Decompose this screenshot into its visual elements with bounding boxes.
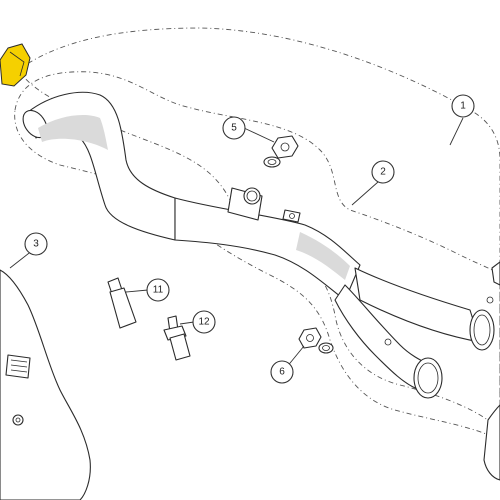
- callout-1-label: 1: [460, 101, 466, 112]
- highlighted-clamp-body: [0, 43, 31, 87]
- callout-3: 3: [24, 232, 48, 256]
- part-2-link-pipe: [22, 91, 495, 399]
- callout-1: 1: [451, 94, 475, 118]
- callout-12-label: 12: [198, 317, 210, 328]
- leader-1: [449, 117, 464, 146]
- part-11-sealant-tube: [107, 277, 137, 329]
- leader-5: [243, 127, 275, 143]
- part-6-nut-washer: [298, 327, 334, 354]
- leader-2: [351, 181, 379, 206]
- leader-12: [179, 321, 195, 325]
- part-12-sensor-plug: [163, 315, 191, 361]
- callout-2-label: 2: [380, 167, 386, 178]
- kit-boundary-outline: [17, 27, 500, 431]
- callout-11-label: 11: [153, 285, 164, 296]
- callout-12: 12: [192, 310, 216, 334]
- callout-11: 11: [146, 278, 170, 302]
- callout-6: 6: [270, 360, 294, 384]
- link-pipe-inlet-bend: [27, 91, 176, 241]
- link-pipe-straight: [174, 197, 361, 301]
- callout-5-label: 5: [231, 123, 237, 134]
- callout-6-label: 6: [279, 367, 285, 378]
- leader-11: [125, 289, 149, 293]
- callout-2: 2: [371, 160, 395, 184]
- callout-5: 5: [222, 116, 246, 140]
- callout-3-label: 3: [33, 239, 39, 250]
- part-5-nut-washer: [263, 135, 299, 168]
- highlighted-clamp-part: [0, 43, 31, 87]
- part-3-silencer-bracket: [0, 269, 91, 500]
- right-edge-clamp-part: [483, 261, 500, 481]
